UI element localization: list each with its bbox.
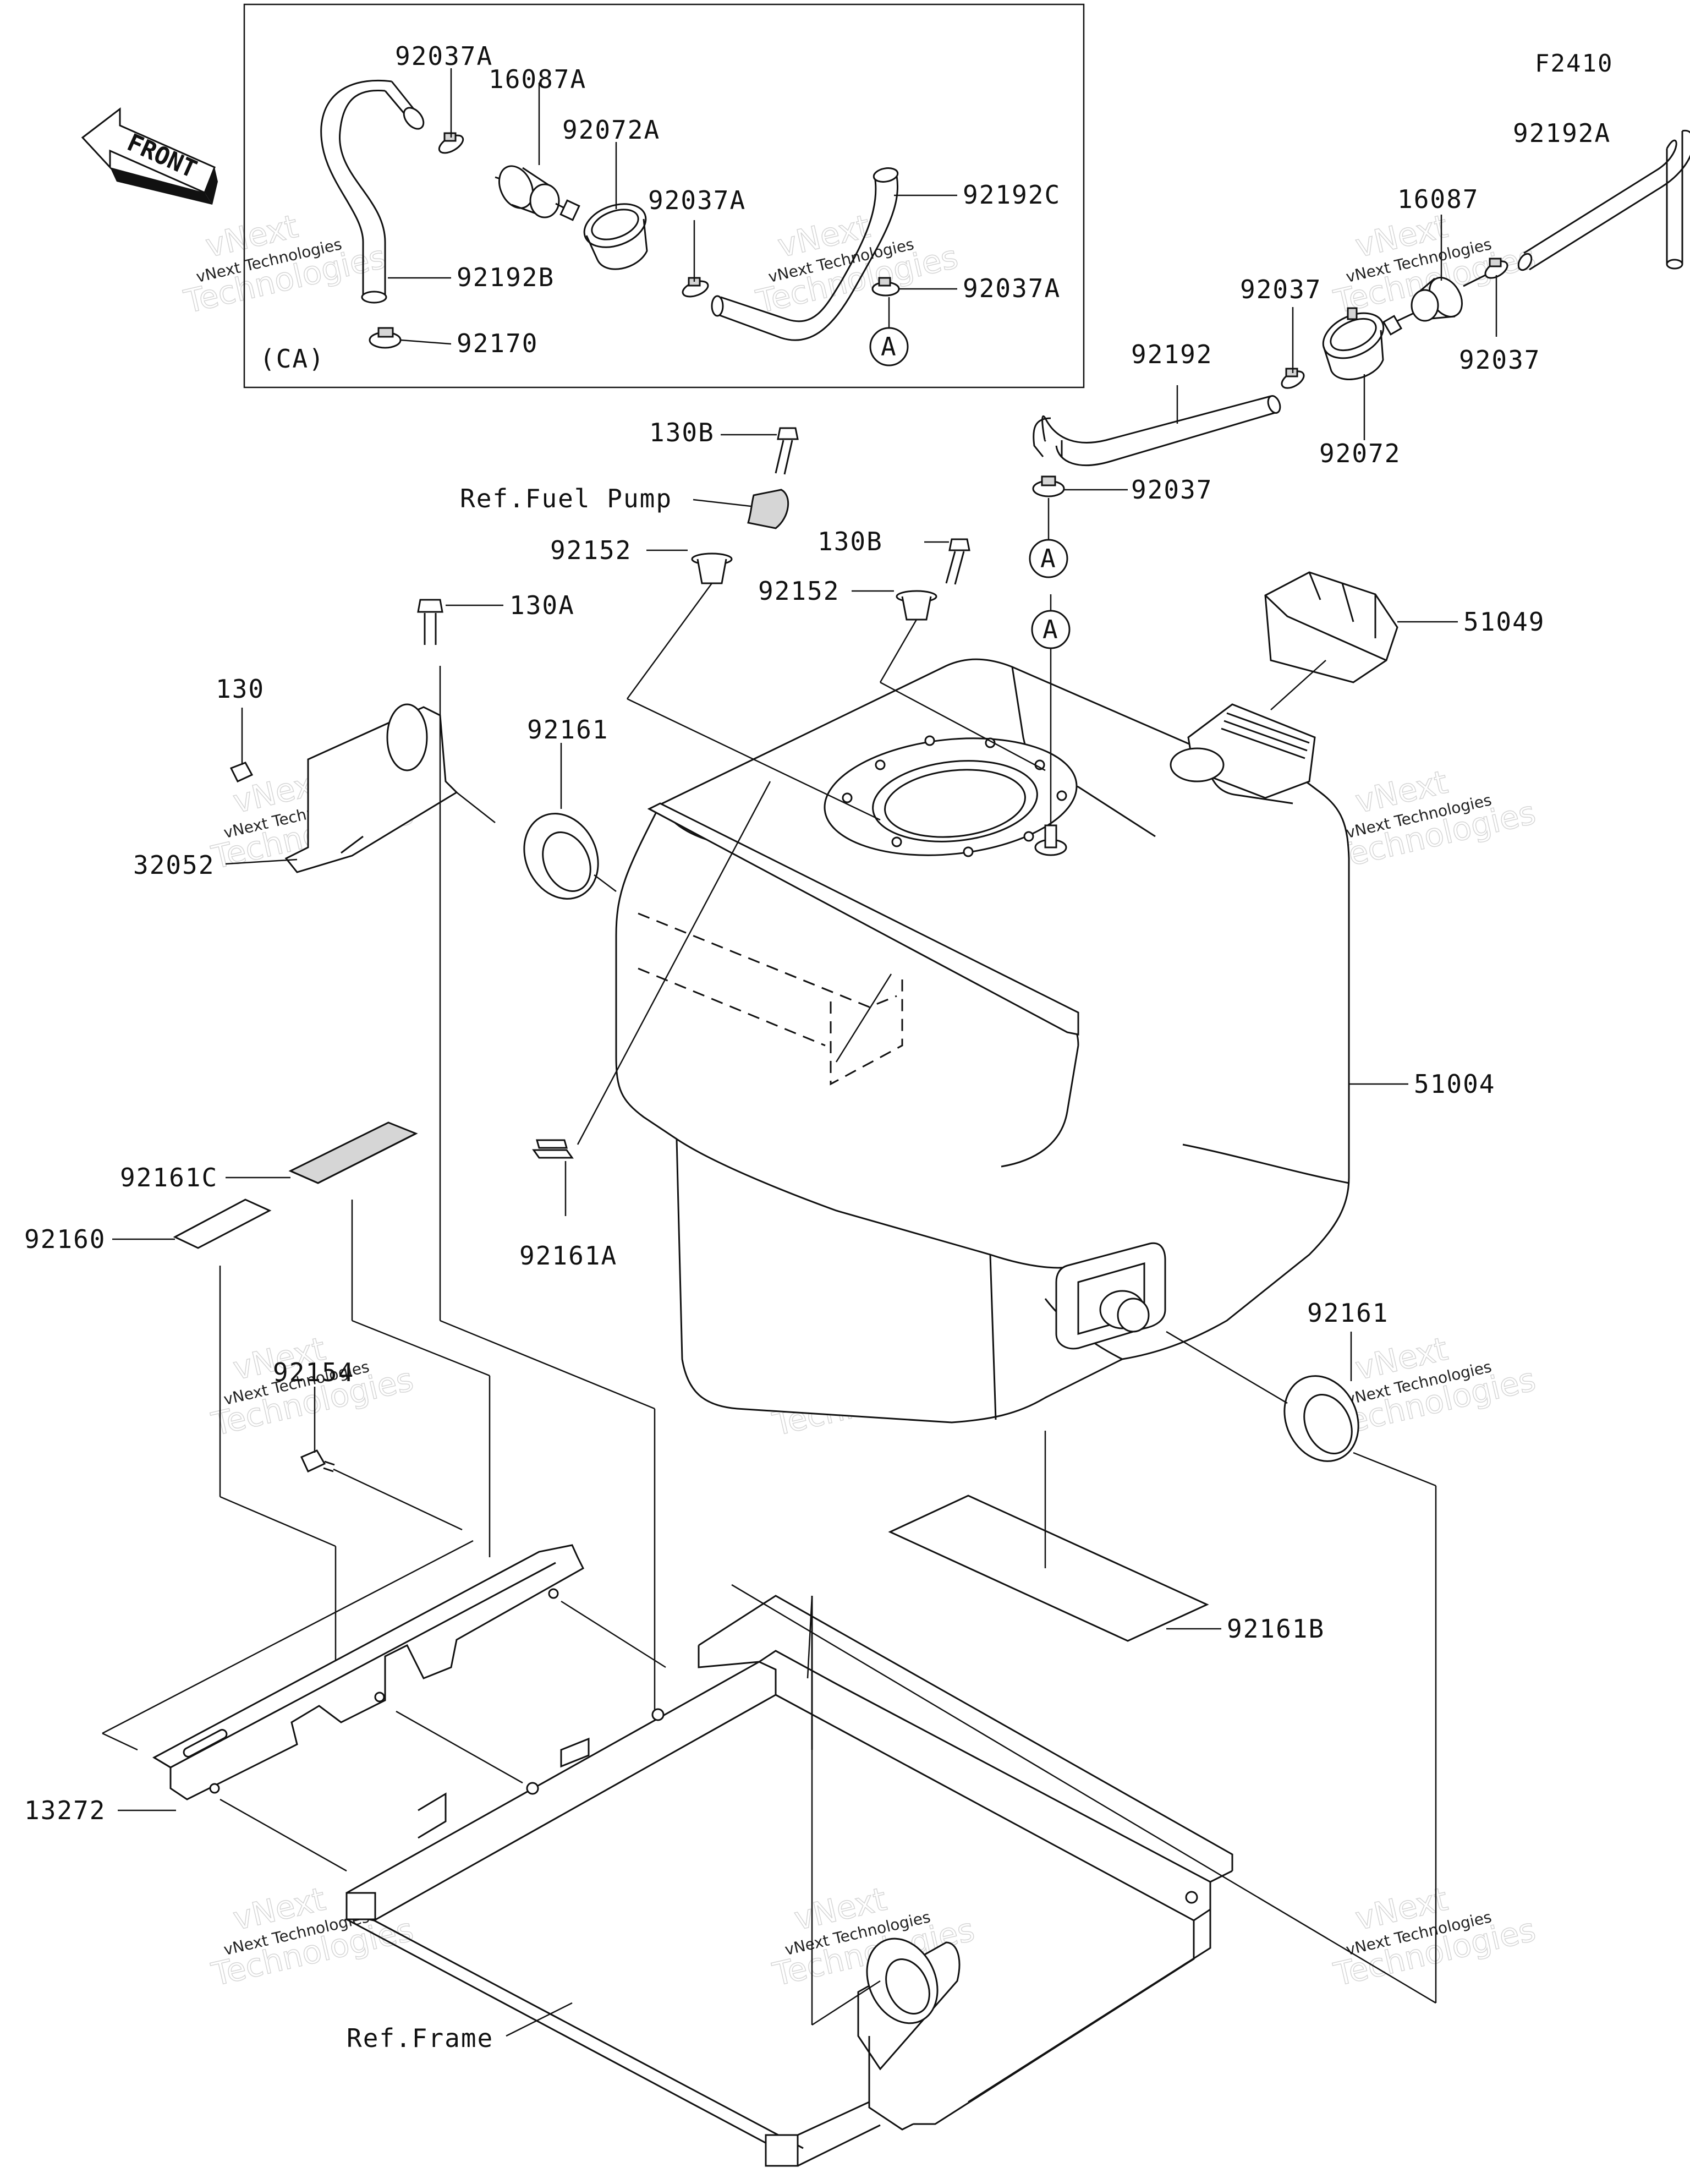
bolt-130a [417, 599, 503, 645]
filler-neck [1170, 703, 1316, 799]
inset-a-label: A [881, 332, 897, 362]
callout-130b-top: 130B [649, 418, 715, 447]
fuel-tank-51004: A 51004 [577, 583, 1495, 1424]
clamp-92037a-mid [682, 277, 709, 298]
callout-92037a-top: 92037A [395, 41, 493, 71]
pad-92161b: 92161B [888, 1442, 1325, 1644]
inset-label: (CA) [260, 344, 325, 374]
bracket-13272: 13272 [24, 1540, 666, 1872]
callout-130a: 130A [509, 590, 575, 620]
callout-92154: 92154 [273, 1358, 354, 1387]
callout-92152-right: 92152 [758, 576, 839, 606]
callout-92152-left: 92152 [550, 535, 632, 565]
callout-92037-clamp: 92037 [1131, 475, 1212, 505]
callout-92192: 92192 [1131, 340, 1212, 369]
hose-92192c [720, 176, 877, 322]
canister-92072 [1322, 307, 1385, 380]
callout-51049: 51049 [1463, 607, 1545, 637]
clamp-92037-left [1281, 368, 1305, 389]
callout-92161c: 92161C [120, 1163, 218, 1192]
callout-92161a: 92161A [519, 1241, 617, 1271]
callout-92037a-mid: 92037A [648, 185, 746, 215]
grommet-92152-right [852, 590, 937, 621]
fuel-cap-51049: 51049 [1264, 571, 1545, 710]
callout-92072a: 92072A [562, 115, 660, 145]
grommet-92161-top: 92161 [523, 715, 617, 900]
fuel-pump-clip [693, 489, 789, 529]
bolt-92154: 92154 [273, 1358, 463, 1531]
filter-16087 [1382, 274, 1486, 336]
pad-92161a: 92161A [519, 1139, 617, 1271]
watermark: vNext vNext Technologies Technologies [1330, 763, 1539, 877]
watermark: vNext vNext Technologies Technologies [752, 207, 962, 321]
callout-13272: 13272 [24, 1796, 106, 1825]
bolt-130 [229, 708, 254, 782]
ca-inset: (CA) [243, 3, 1085, 388]
canister-92072a [583, 203, 648, 270]
callout-92161-right: 92161 [1307, 1298, 1389, 1328]
breather-nipple [1034, 824, 1067, 856]
callout-130: 130 [216, 674, 265, 704]
hose-a-label: A [1040, 544, 1057, 573]
hose-92192b [339, 90, 386, 297]
tank-a-label: A [1042, 615, 1059, 644]
fuel-pump-opening [824, 735, 1078, 857]
pad-92161c: 92161C [120, 1121, 491, 1557]
hose-92192 [1041, 395, 1271, 444]
filter-16087a [495, 165, 580, 221]
callout-ref-fuel-pump: Ref.Fuel Pump [460, 484, 672, 513]
bracket-assembly: 130A 130 32052 [133, 590, 656, 1711]
callout-92192a: 92192A [1513, 118, 1611, 148]
callout-92037-right: 92037 [1459, 345, 1540, 375]
callout-92192b: 92192B [457, 262, 555, 292]
callout-92037-left: 92037 [1240, 275, 1321, 304]
clamp-92037a-right [871, 277, 900, 297]
watermark: vNext vNext Technologies Technologies [180, 207, 389, 321]
grommet-92161-right: 92161 [731, 1298, 1437, 2004]
hose-92192a [1523, 139, 1677, 254]
callout-16087: 16087 [1397, 184, 1479, 214]
bolt-130b-mid [924, 538, 970, 585]
callout-92037a-right: 92037A [963, 273, 1061, 303]
reference-a-circle [1031, 610, 1071, 649]
callout-ref-frame: Ref.Frame [347, 2023, 493, 2053]
front-arrow-icon: FRONT [81, 107, 218, 205]
callout-130b-mid: 130B [817, 527, 883, 556]
callout-92170: 92170 [457, 329, 538, 358]
callout-92072: 92072 [1319, 439, 1401, 468]
diagram-code: F2410 [1535, 50, 1613, 78]
bolt-130b-top [721, 427, 799, 475]
clamp-92037-hose [1032, 475, 1065, 497]
callout-16087a: 16087A [489, 64, 586, 94]
fuel-pump-hardware: 130B Ref.Fuel Pump 92152 130B 92152 [460, 418, 970, 621]
clamp-92037-right [1484, 258, 1508, 279]
callout-92161b: 92161B [1227, 1614, 1325, 1644]
grommet-92152-left [646, 549, 733, 584]
callout-32052: 32052 [133, 850, 215, 880]
clamp-92170 [369, 327, 402, 349]
clamp-92037a-top [438, 132, 464, 154]
reference-a-circle [1029, 539, 1068, 578]
callout-92192c: 92192C [963, 180, 1061, 210]
watermark: vNext vNext Technologies Technologies [1330, 1880, 1539, 1994]
frame: Ref.Frame [345, 1595, 1233, 2167]
callout-92160: 92160 [24, 1224, 106, 1254]
callout-92161-top: 92161 [527, 715, 608, 745]
drain-port [1055, 1242, 1166, 1350]
breather-hose-assembly: A 92192A 16087 92037 92037 92192 92072 9… [1029, 118, 1690, 578]
inset-frame [243, 3, 1085, 388]
bracket-32052 [284, 706, 458, 873]
callout-51004: 51004 [1414, 1069, 1495, 1099]
pad-92160: 92160 [24, 1198, 337, 1662]
